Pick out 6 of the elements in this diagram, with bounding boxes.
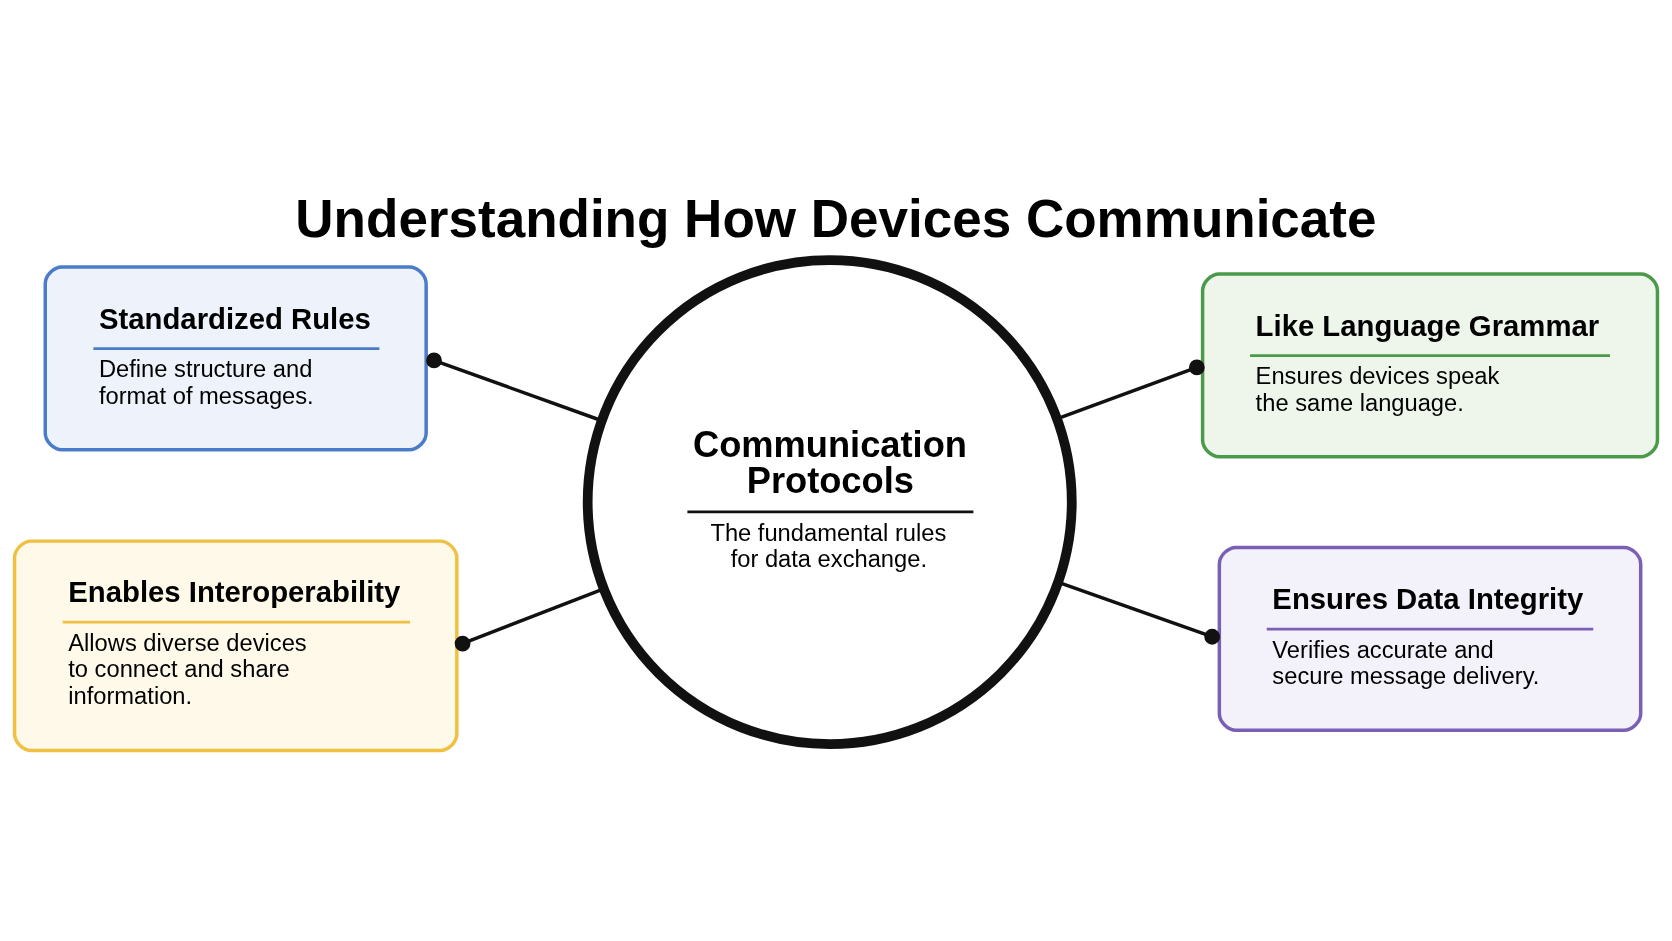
node-box: Like Language Grammar Ensures devices speak the same language. (1200, 272, 1660, 459)
node-box: Ensures Data Integrity Verifies accurate and secure message delivery. (1217, 545, 1643, 732)
node-box: Standardized Rules Define structure and format of messages. (43, 265, 428, 452)
node-circle: Communication Protocols The fundamental rules for data exchange. (582, 255, 1077, 749)
diagram-title: Understanding How Devices Communicate (295, 189, 1377, 249)
node-box: Enables Interoperability Allows diverse devices to connect and share information. (12, 539, 459, 753)
